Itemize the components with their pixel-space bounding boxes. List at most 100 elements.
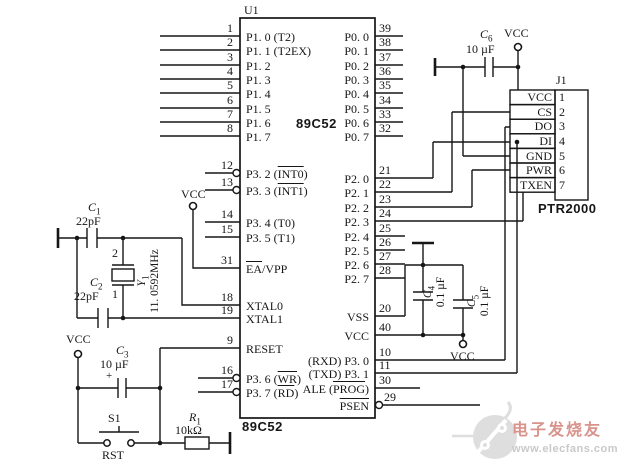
pin-name-text: P1. 6 (246, 116, 271, 130)
ic-pin-11-number: 11 (379, 358, 391, 373)
pin-name-text: P1. 7 (246, 130, 271, 144)
pin-number-text: 22 (379, 177, 391, 191)
c2-refdes: C2 (90, 275, 103, 292)
c1-ref-letter: C (88, 200, 97, 214)
pin-number-text: 24 (379, 206, 391, 220)
c2-ref-sub: 2 (98, 281, 103, 292)
pin-number-text: 39 (379, 21, 391, 35)
pin-name-text: P1. 0 (T2) (246, 30, 295, 44)
c6-refdes: C6 (480, 27, 493, 44)
ic-pin-5-number: 5 (227, 78, 233, 93)
ic-pin-10-number: 10 (379, 345, 391, 360)
connector-pin-number-text: 4 (559, 134, 565, 148)
pin-name-overline-text: WR (277, 372, 298, 386)
ic-pin-28-name: P2. 7 (344, 272, 369, 287)
pin-number-text: 18 (221, 290, 233, 304)
r1-refdes: R1 (189, 410, 201, 427)
pin-name-text: P3. 2 ( (246, 167, 278, 181)
ic-pin-7-name: P1. 6 (246, 116, 271, 131)
right-pin-stubs (375, 35, 480, 406)
c6-ref-sub: 6 (488, 33, 493, 44)
ic-body (239, 17, 376, 419)
pin-name-overline-text: PSEN (339, 399, 369, 413)
connector-pin-name-text: TXEN (520, 178, 552, 192)
crystal-pin1-number: 1 (112, 287, 118, 301)
ic-pin-15-name: P3. 5 (T1) (246, 231, 295, 246)
ic-pin-32-name: P0. 7 (344, 130, 369, 145)
connector-pin-name-text: PWR (525, 163, 552, 177)
ic-pin-25-number: 25 (379, 221, 391, 236)
s1-label: RST (102, 448, 125, 462)
pin-name-text: P2. 0 (344, 172, 369, 186)
pin-name-overline-text: INT0 (277, 167, 304, 181)
pin-number-text: 1 (227, 21, 233, 35)
c3-refdes: C3 (116, 343, 129, 359)
vcc-label-c6: VCC (504, 26, 529, 40)
j1-pin-7-label: TXEN (511, 178, 552, 193)
pin-name-text: P0. 3 (344, 73, 369, 87)
crystal-wires (58, 237, 240, 319)
ic-pin-25-name: P2. 4 (344, 230, 369, 245)
ic-pin-36-name: P0. 3 (344, 73, 369, 88)
vcc-label-reset: VCC (66, 332, 91, 346)
ic-pin-27-name: P2. 6 (344, 258, 369, 273)
ic-pin-22-name: P2. 1 (344, 186, 369, 201)
c6-ref-letter: C (480, 27, 489, 41)
ic-pin-17-name: P3. 7 (RD) (246, 386, 298, 401)
r1-ref-sub: 1 (196, 416, 201, 427)
ic-refdes: U1 (244, 3, 259, 17)
vcc-label-caps: VCC (450, 349, 475, 363)
ic-pin-32-number: 32 (379, 121, 391, 136)
c3-ref-letter: C (116, 343, 125, 357)
ic-pin-12-name: P3. 2 (INT0) (246, 167, 308, 182)
pin-number-text: 29 (384, 390, 396, 404)
ic-pin-34-name: P0. 5 (344, 102, 369, 117)
c4-ref-letter: C (422, 290, 434, 299)
y1-ref-letter: Y (136, 280, 148, 287)
connector-pin-name-text: DI (539, 134, 552, 148)
pin-name-text: (RXD) P3. 0 (307, 354, 369, 368)
ic-pin-26-name: P2. 5 (344, 244, 369, 259)
ic-pin-27-number: 27 (379, 249, 391, 264)
c5-label: C5 0.1 µF (466, 263, 494, 339)
r1-value: 10kΩ (175, 423, 202, 437)
ic-pin-18-number: 18 (221, 290, 233, 305)
ic-pin-19-name: XTAL1 (246, 312, 283, 327)
c3-value: 10 µF (100, 357, 129, 371)
ic-pin-39-number: 39 (379, 21, 391, 36)
ic-pin-2-name: P1. 1 (T2EX) (246, 44, 311, 59)
pin-bubbles (232, 168, 384, 410)
pin-name-text: ) (294, 386, 299, 400)
pin-number-text: 27 (379, 249, 391, 263)
pin-number-text: 3 (227, 50, 233, 64)
c4-label: C4 0.1 µF (422, 254, 450, 330)
ic-pin-30-name: ALE (PROG) (303, 382, 369, 397)
pin-name-text: P2. 1 (344, 186, 369, 200)
pin-number-text: 37 (379, 50, 391, 64)
j1-pin-4-number: 4 (559, 134, 565, 149)
pin-name-text: P0. 5 (344, 102, 369, 116)
pin-number-text: 7 (227, 107, 233, 121)
r1-ref-letter: R (189, 410, 197, 424)
pin-name-text: P1. 1 (T2EX) (246, 44, 311, 58)
pin-number-text: 11 (379, 358, 391, 372)
vcc-label-internal: VCC (181, 187, 206, 201)
pin-name-text: P1. 3 (246, 73, 271, 87)
connector-pin-number-text: 5 (559, 149, 565, 163)
connector-pin-number-text: 7 (559, 178, 565, 192)
vcc-terminals (73, 42, 523, 359)
ic-pin-3-name: P1. 2 (246, 59, 271, 74)
j1-pin-1-label: VCC (511, 90, 552, 105)
ic-pin-13-name: P3. 3 (INT1) (246, 184, 308, 199)
ic-pin-37-name: P0. 2 (344, 59, 369, 74)
ic-pin-9-name: RESET (246, 342, 283, 357)
watermark-brand: 电子发烧友 (512, 422, 603, 439)
terminal-bars (56, 58, 437, 454)
j1-pin-1-number: 1 (559, 90, 565, 105)
ic-part-number: 89C52 (296, 116, 337, 131)
ic-pin-7-number: 7 (227, 107, 233, 122)
ic-pin-31-name: EA/VPP (246, 262, 287, 277)
ic-pin-36-number: 36 (379, 64, 391, 79)
pin-number-text: 32 (379, 121, 391, 135)
crystal-pin2-number: 2 (112, 246, 118, 260)
